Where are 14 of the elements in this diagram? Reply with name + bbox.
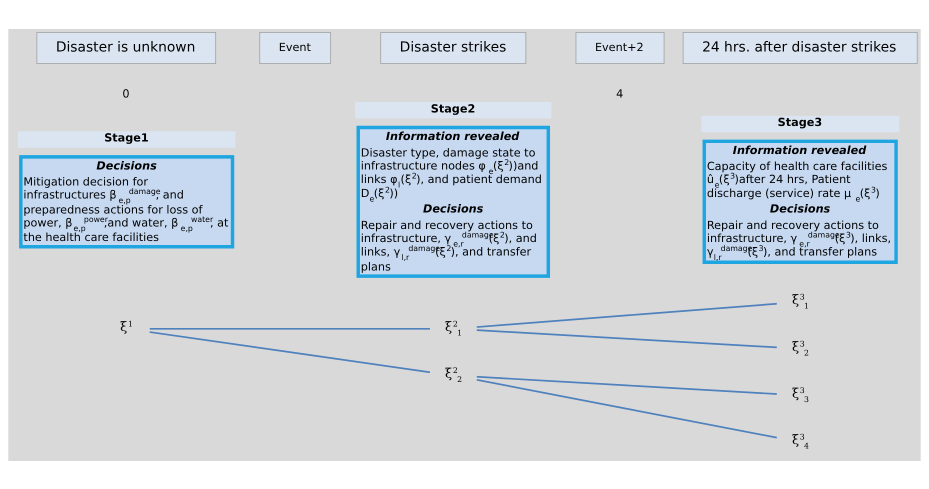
connector: [476, 375, 777, 394]
connector: [476, 328, 777, 348]
connector: [476, 378, 777, 438]
node-text: ξ$^{1}$: [120, 318, 133, 334]
node-box: 24 hrs. after disaster strikes: [682, 32, 918, 64]
node-box: Event: [259, 32, 332, 64]
connector: [476, 302, 777, 328]
node-box: Disaster strikes: [380, 32, 526, 64]
connector: [150, 327, 430, 330]
node-box: Disaster is unknown: [36, 32, 216, 64]
label: 4: [616, 87, 624, 100]
connector: [150, 330, 430, 373]
label: 0: [122, 87, 130, 100]
node-box: Event+2: [576, 32, 665, 64]
